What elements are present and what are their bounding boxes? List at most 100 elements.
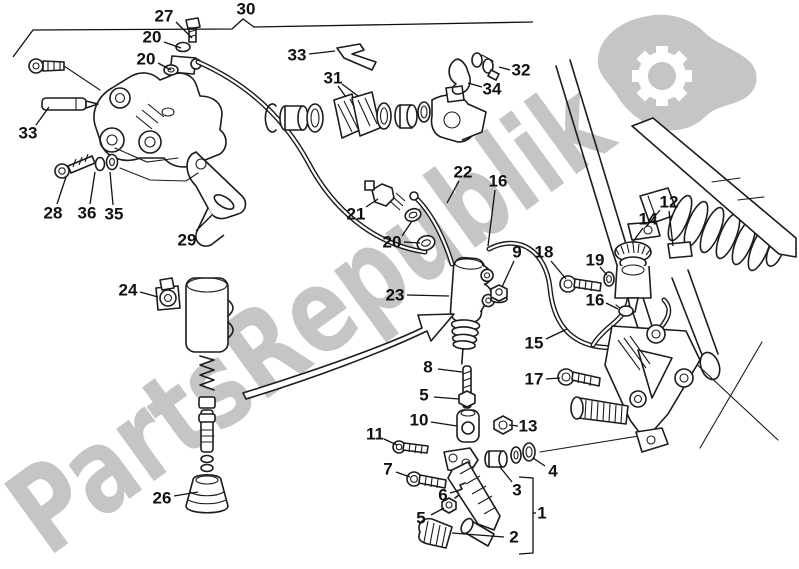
callout-leader-9: [501, 260, 515, 288]
callout-leader-27: [175, 21, 193, 39]
callout-label-23: 23: [386, 286, 405, 305]
callout-leader-19: [599, 266, 608, 276]
callout-leader-24: [139, 291, 159, 298]
brake-hose-drawing: [195, 59, 428, 255]
screw-7-drawing: [406, 471, 447, 489]
callout-leader-12: [645, 209, 661, 228]
callout-leader-5: [430, 507, 445, 516]
callout-label-7: 7: [383, 460, 392, 479]
bushing-3-drawing: [484, 450, 508, 468]
callout-label-20: 20: [143, 28, 162, 47]
callout-leader-33: [308, 50, 336, 55]
callout-leader-14: [631, 227, 644, 244]
callout-leader-2: [451, 532, 505, 538]
callout-bracket-1: [518, 476, 534, 555]
reservoir-drawing: [614, 241, 652, 317]
callout-leader-20: [163, 41, 182, 49]
bolt-17-drawing: [557, 368, 601, 387]
callout-leader-5: [433, 396, 460, 400]
callout-label-21: 21: [347, 205, 366, 224]
callout-label-2: 2: [509, 528, 518, 547]
callout-label-35: 35: [105, 205, 124, 224]
nut-13-drawing: [493, 415, 513, 435]
callout-leader-34: [467, 82, 483, 88]
bleed-screw-drawing: [185, 17, 201, 43]
brake-caliper-drawing: [93, 17, 227, 168]
callout-label-26: 26: [153, 489, 172, 508]
callout-leader-26: [173, 491, 199, 497]
callout-label-18: 18: [535, 243, 554, 262]
callout-leader-20: [157, 62, 172, 71]
caliper-pin-drawing: [41, 97, 99, 111]
nut-9-drawing: [490, 284, 508, 304]
callout-label-16: 16: [489, 172, 508, 191]
callout-leader-33: [35, 106, 50, 126]
callout-leader-32: [498, 66, 511, 71]
callout-leader-35: [109, 171, 114, 206]
callout-label-32: 32: [512, 61, 531, 80]
clevis-10-drawing: [456, 409, 480, 443]
pedal-rubber-2-drawing: [418, 517, 453, 549]
callout-label-16: 16: [586, 291, 605, 310]
brake-switch-drawing: [364, 180, 436, 252]
frame-drawing: [539, 59, 797, 453]
callout-label-8: 8: [423, 358, 432, 377]
callout-label-5: 5: [419, 386, 428, 405]
caliper-bracket-drawing: [114, 147, 247, 247]
screw-18-drawing: [559, 271, 615, 293]
delivery-pipe-22-drawing: [409, 191, 455, 267]
callout-label-15: 15: [525, 334, 544, 353]
callout-label-9: 9: [512, 243, 521, 262]
callout-leader-29: [195, 214, 213, 232]
callout-leader-18: [550, 260, 567, 280]
pushrod-8-drawing: [456, 365, 513, 443]
footpeg-drawing: [570, 396, 629, 425]
callout-leader-16: [487, 189, 496, 247]
callout-label-4: 4: [548, 462, 558, 481]
callout-label-24: 24: [119, 281, 138, 300]
pointer-arrow: [242, 313, 455, 400]
callout-label-34: 34: [483, 80, 502, 99]
callout-leader-8: [437, 368, 463, 373]
brake-pedal-drawing: [392, 440, 536, 549]
callout-label-20: 20: [137, 50, 156, 69]
nut-5-drawing: [441, 497, 457, 514]
callout-label-20: 20: [383, 233, 402, 252]
callout-label-14: 14: [639, 210, 658, 229]
callout-leader-21: [365, 198, 379, 208]
callout-leader-13: [508, 424, 519, 427]
callout-leader-3: [499, 466, 513, 483]
callout-leader-31: [341, 83, 359, 97]
gear-icon: [632, 46, 692, 106]
callout-label-1: 1: [537, 504, 546, 523]
callout-label-22: 22: [454, 163, 473, 182]
reservoir-bracket-drawing: [627, 221, 693, 259]
callout-leader-6: [449, 490, 458, 494]
callout-leader-10: [430, 421, 458, 427]
callout-leader-11: [383, 438, 398, 446]
brake-pads-drawing: [264, 43, 500, 143]
hose-clamp-16-drawing: [615, 304, 634, 317]
pad-spring-drawing: [448, 58, 471, 95]
callout-leader-22: [446, 180, 460, 204]
callout-leader-20: [403, 241, 421, 244]
footpeg-bracket-drawing: [557, 324, 701, 453]
callout-label-33: 33: [288, 46, 307, 65]
callout-label-11: 11: [366, 425, 384, 444]
spring-6-drawing: [454, 482, 466, 499]
callout-label-29: 29: [178, 231, 197, 250]
callout-leader-17: [545, 377, 561, 380]
callout-leader-31: [337, 85, 347, 98]
callout-bracket-30: [12, 18, 534, 58]
callout-label-3: 3: [512, 481, 521, 500]
callout-label-12: 12: [660, 193, 679, 212]
callout-label-10: 10: [410, 411, 429, 430]
callout-leader-7: [395, 471, 411, 478]
master-cylinder-24-drawing: [155, 277, 234, 514]
locknut-5-drawing: [458, 390, 476, 408]
callout-label-19: 19: [586, 251, 605, 270]
callout-leader-20: [401, 220, 413, 237]
callout-label-33: 33: [19, 124, 38, 143]
